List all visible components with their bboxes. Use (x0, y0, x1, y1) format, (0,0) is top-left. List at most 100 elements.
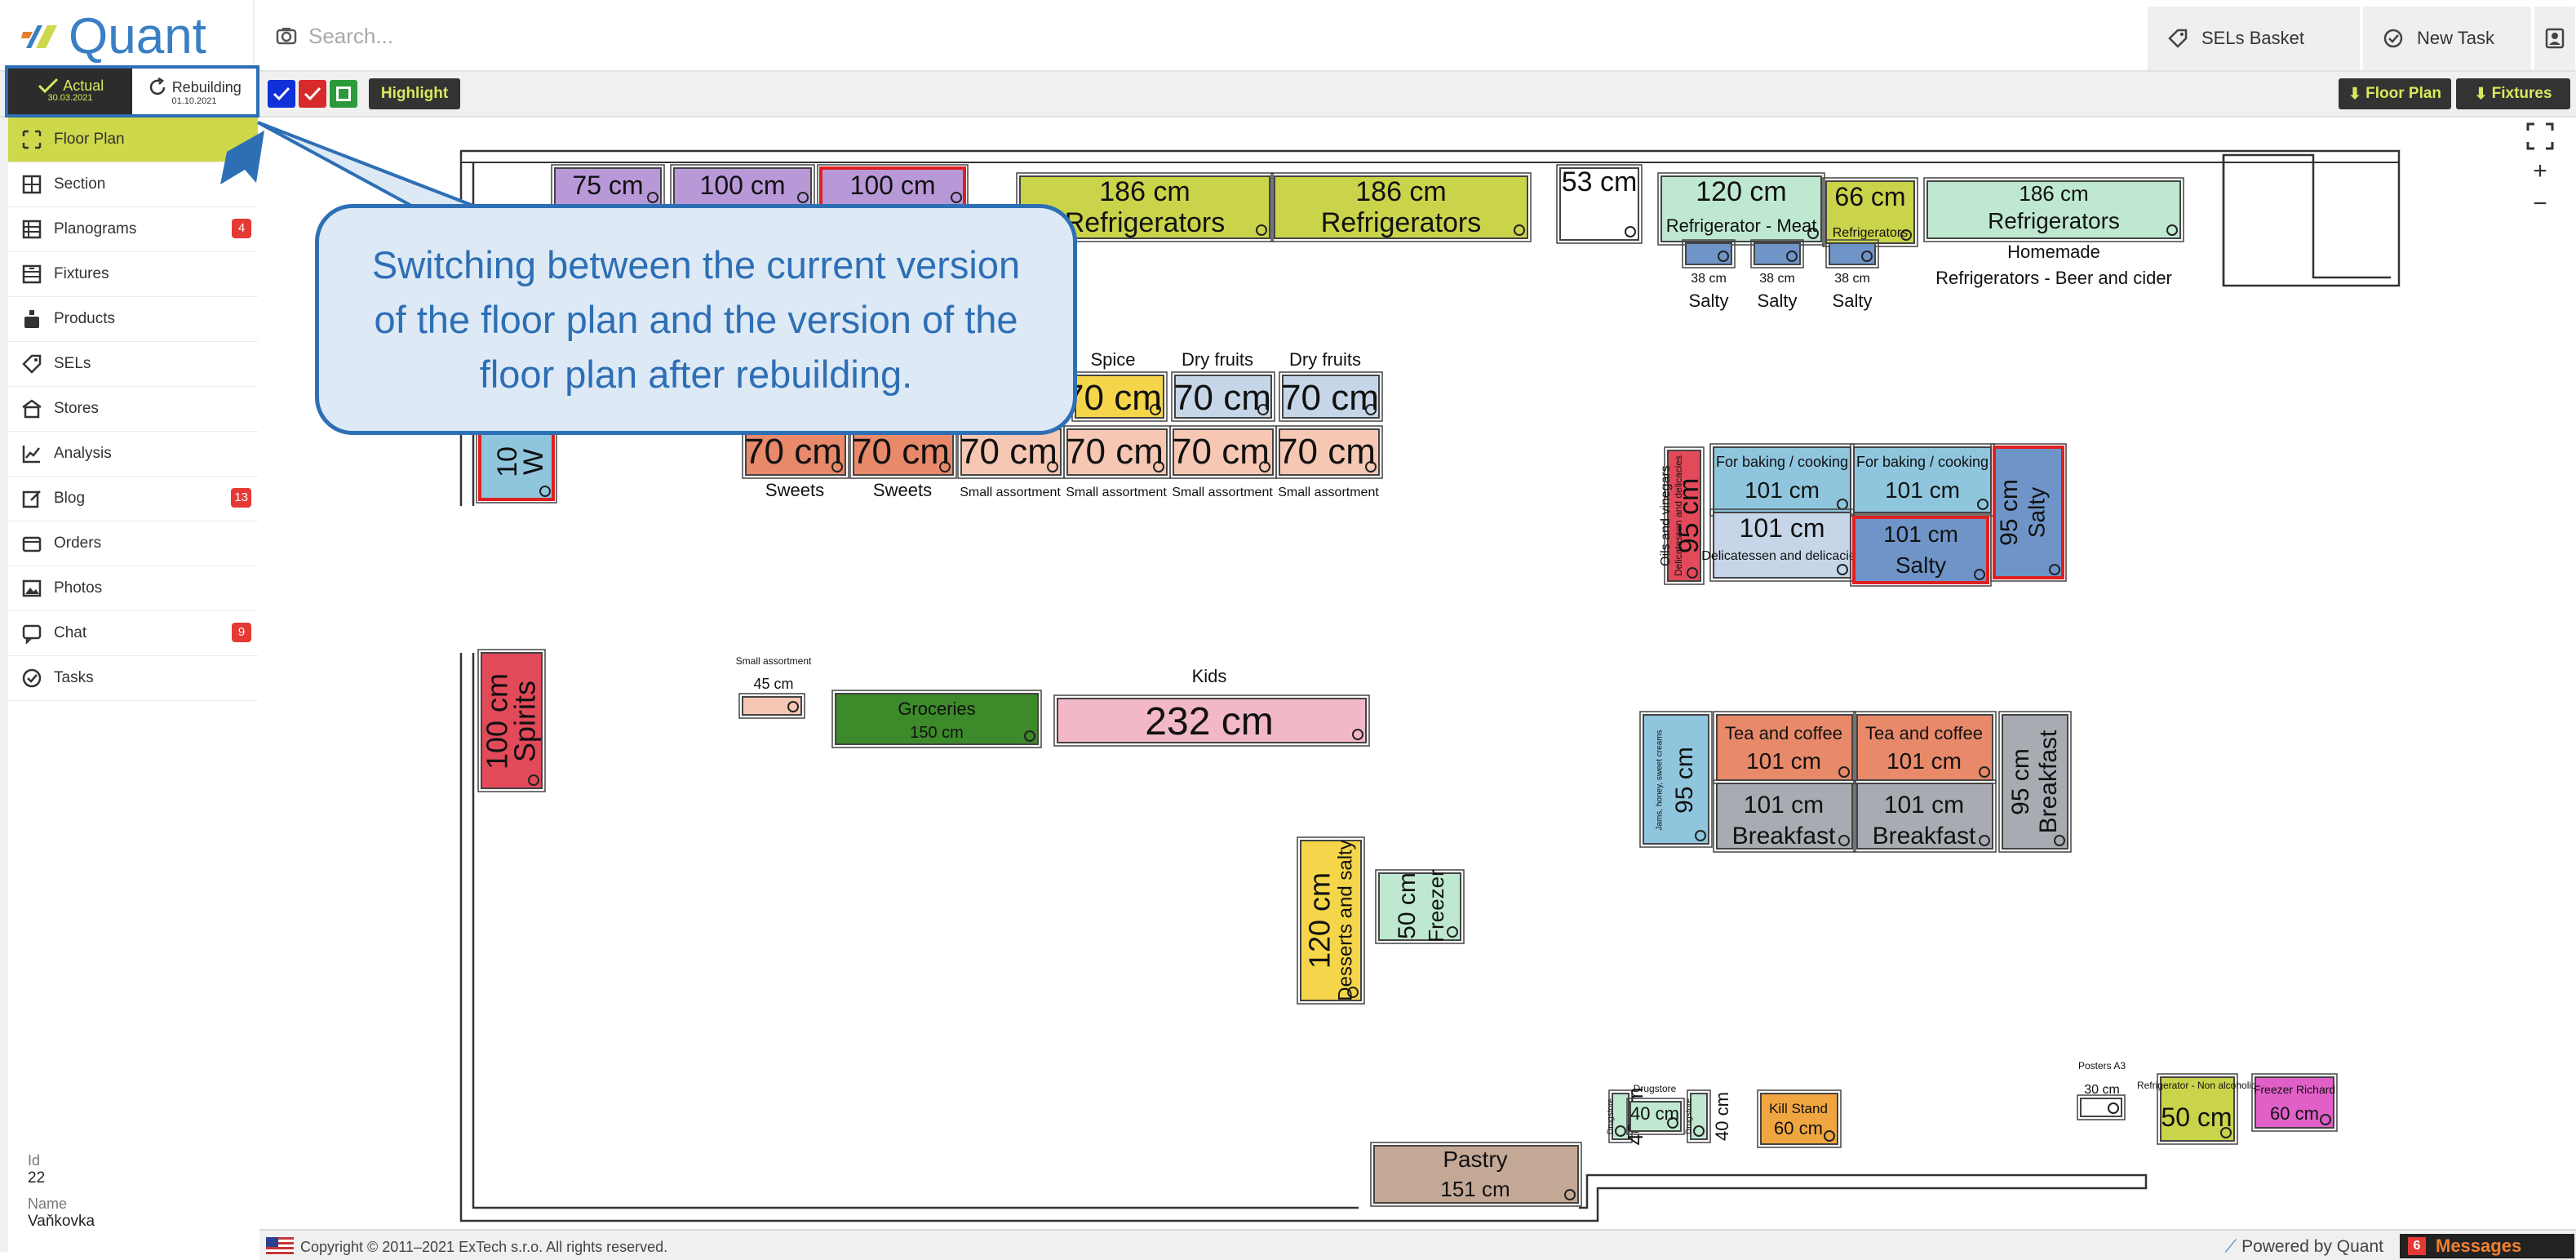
fixture-camera-icon (1718, 251, 1729, 262)
new-task-button[interactable]: New Task (2363, 7, 2531, 70)
fixture-f9[interactable]: 186 cmRefrigeratorsHomemadeRefrigerators… (1923, 177, 2184, 288)
sidebar-item-tasks[interactable]: Tasks (8, 656, 258, 701)
fixture-body (1279, 428, 1380, 476)
fixture-body (1373, 1145, 1579, 1204)
fixtures-icon (22, 264, 42, 284)
fixture-label: 70 cm (852, 432, 950, 472)
actual-version-button[interactable]: Actual 30.03.2021 (8, 69, 132, 114)
fixture-label: Salty (1833, 291, 1873, 311)
sidebar-item-floor-plan[interactable]: Floor Plan (8, 118, 258, 162)
fixture-f1[interactable]: 75 cm (551, 164, 665, 210)
search-input[interactable] (308, 23, 1043, 49)
camera-icon[interactable] (276, 25, 297, 47)
fixture-outline (477, 649, 546, 792)
blue-check-toggle[interactable] (268, 80, 295, 108)
fixture-label: Refrigerator - Non alcoholic (2137, 1080, 2256, 1091)
fixture-label: 70 cm (1278, 432, 1376, 472)
fixture-outline (1639, 711, 1713, 848)
rebuilding-version-button[interactable]: Rebuilding 01.10.2021 (132, 69, 256, 114)
sidebar-item-products[interactable]: Products (8, 297, 258, 342)
sidebar-item-stores[interactable]: Stores (8, 387, 258, 432)
fixture-label: Salty (1689, 291, 1729, 311)
fixture-f2[interactable]: 100 cm (670, 164, 815, 210)
zoom-out-button[interactable]: − (2533, 190, 2547, 217)
fixture-camera-icon (1824, 1130, 1835, 1142)
user-icon (2545, 28, 2565, 49)
new-task-label: New Task (2417, 28, 2494, 48)
us-flag-icon[interactable] (266, 1237, 294, 1255)
download-icon: ⬇ (2474, 85, 2492, 103)
fixture-f6[interactable]: 53 cm (1556, 164, 1643, 244)
sidebar-item-sels[interactable]: SELs (8, 342, 258, 387)
download-fixtures-button[interactable]: ⬇ Fixtures (2456, 78, 2570, 109)
sidebar-item-analysis[interactable]: Analysis (8, 432, 258, 477)
green-square-toggle[interactable] (330, 80, 357, 108)
sidebar-item-orders[interactable]: Orders (8, 521, 258, 566)
fixture-f22[interactable]: 10W (476, 420, 557, 504)
sidebar-item-fixtures[interactable]: Fixtures (8, 252, 258, 297)
user-button[interactable] (2534, 7, 2575, 70)
fullscreen-icon[interactable] (2521, 122, 2559, 155)
fixture-outline (2157, 1073, 2238, 1145)
download-floor-plan-button[interactable]: ⬇ Floor Plan (2339, 78, 2451, 109)
sels-basket-button[interactable]: SELs Basket (2148, 7, 2360, 70)
sidebar-item-section[interactable]: Section (8, 162, 258, 207)
highlight-button[interactable]: Highlight (369, 78, 460, 109)
version-switch[interactable]: Actual 30.03.2021 Rebuilding 01.10.2021 (5, 65, 259, 118)
fixture-camera-icon (787, 701, 799, 712)
sidebar-item-photos[interactable]: Photos (8, 566, 258, 611)
fixture-camera-icon (1259, 461, 1270, 472)
fixture-f3[interactable]: 100 cm (817, 164, 969, 210)
fixture-label: 186 cm (1099, 176, 1190, 207)
zoom-in-button[interactable]: + (2533, 158, 2547, 184)
app-logo[interactable]: Quant (21, 8, 206, 64)
red-check-toggle[interactable] (299, 80, 326, 108)
